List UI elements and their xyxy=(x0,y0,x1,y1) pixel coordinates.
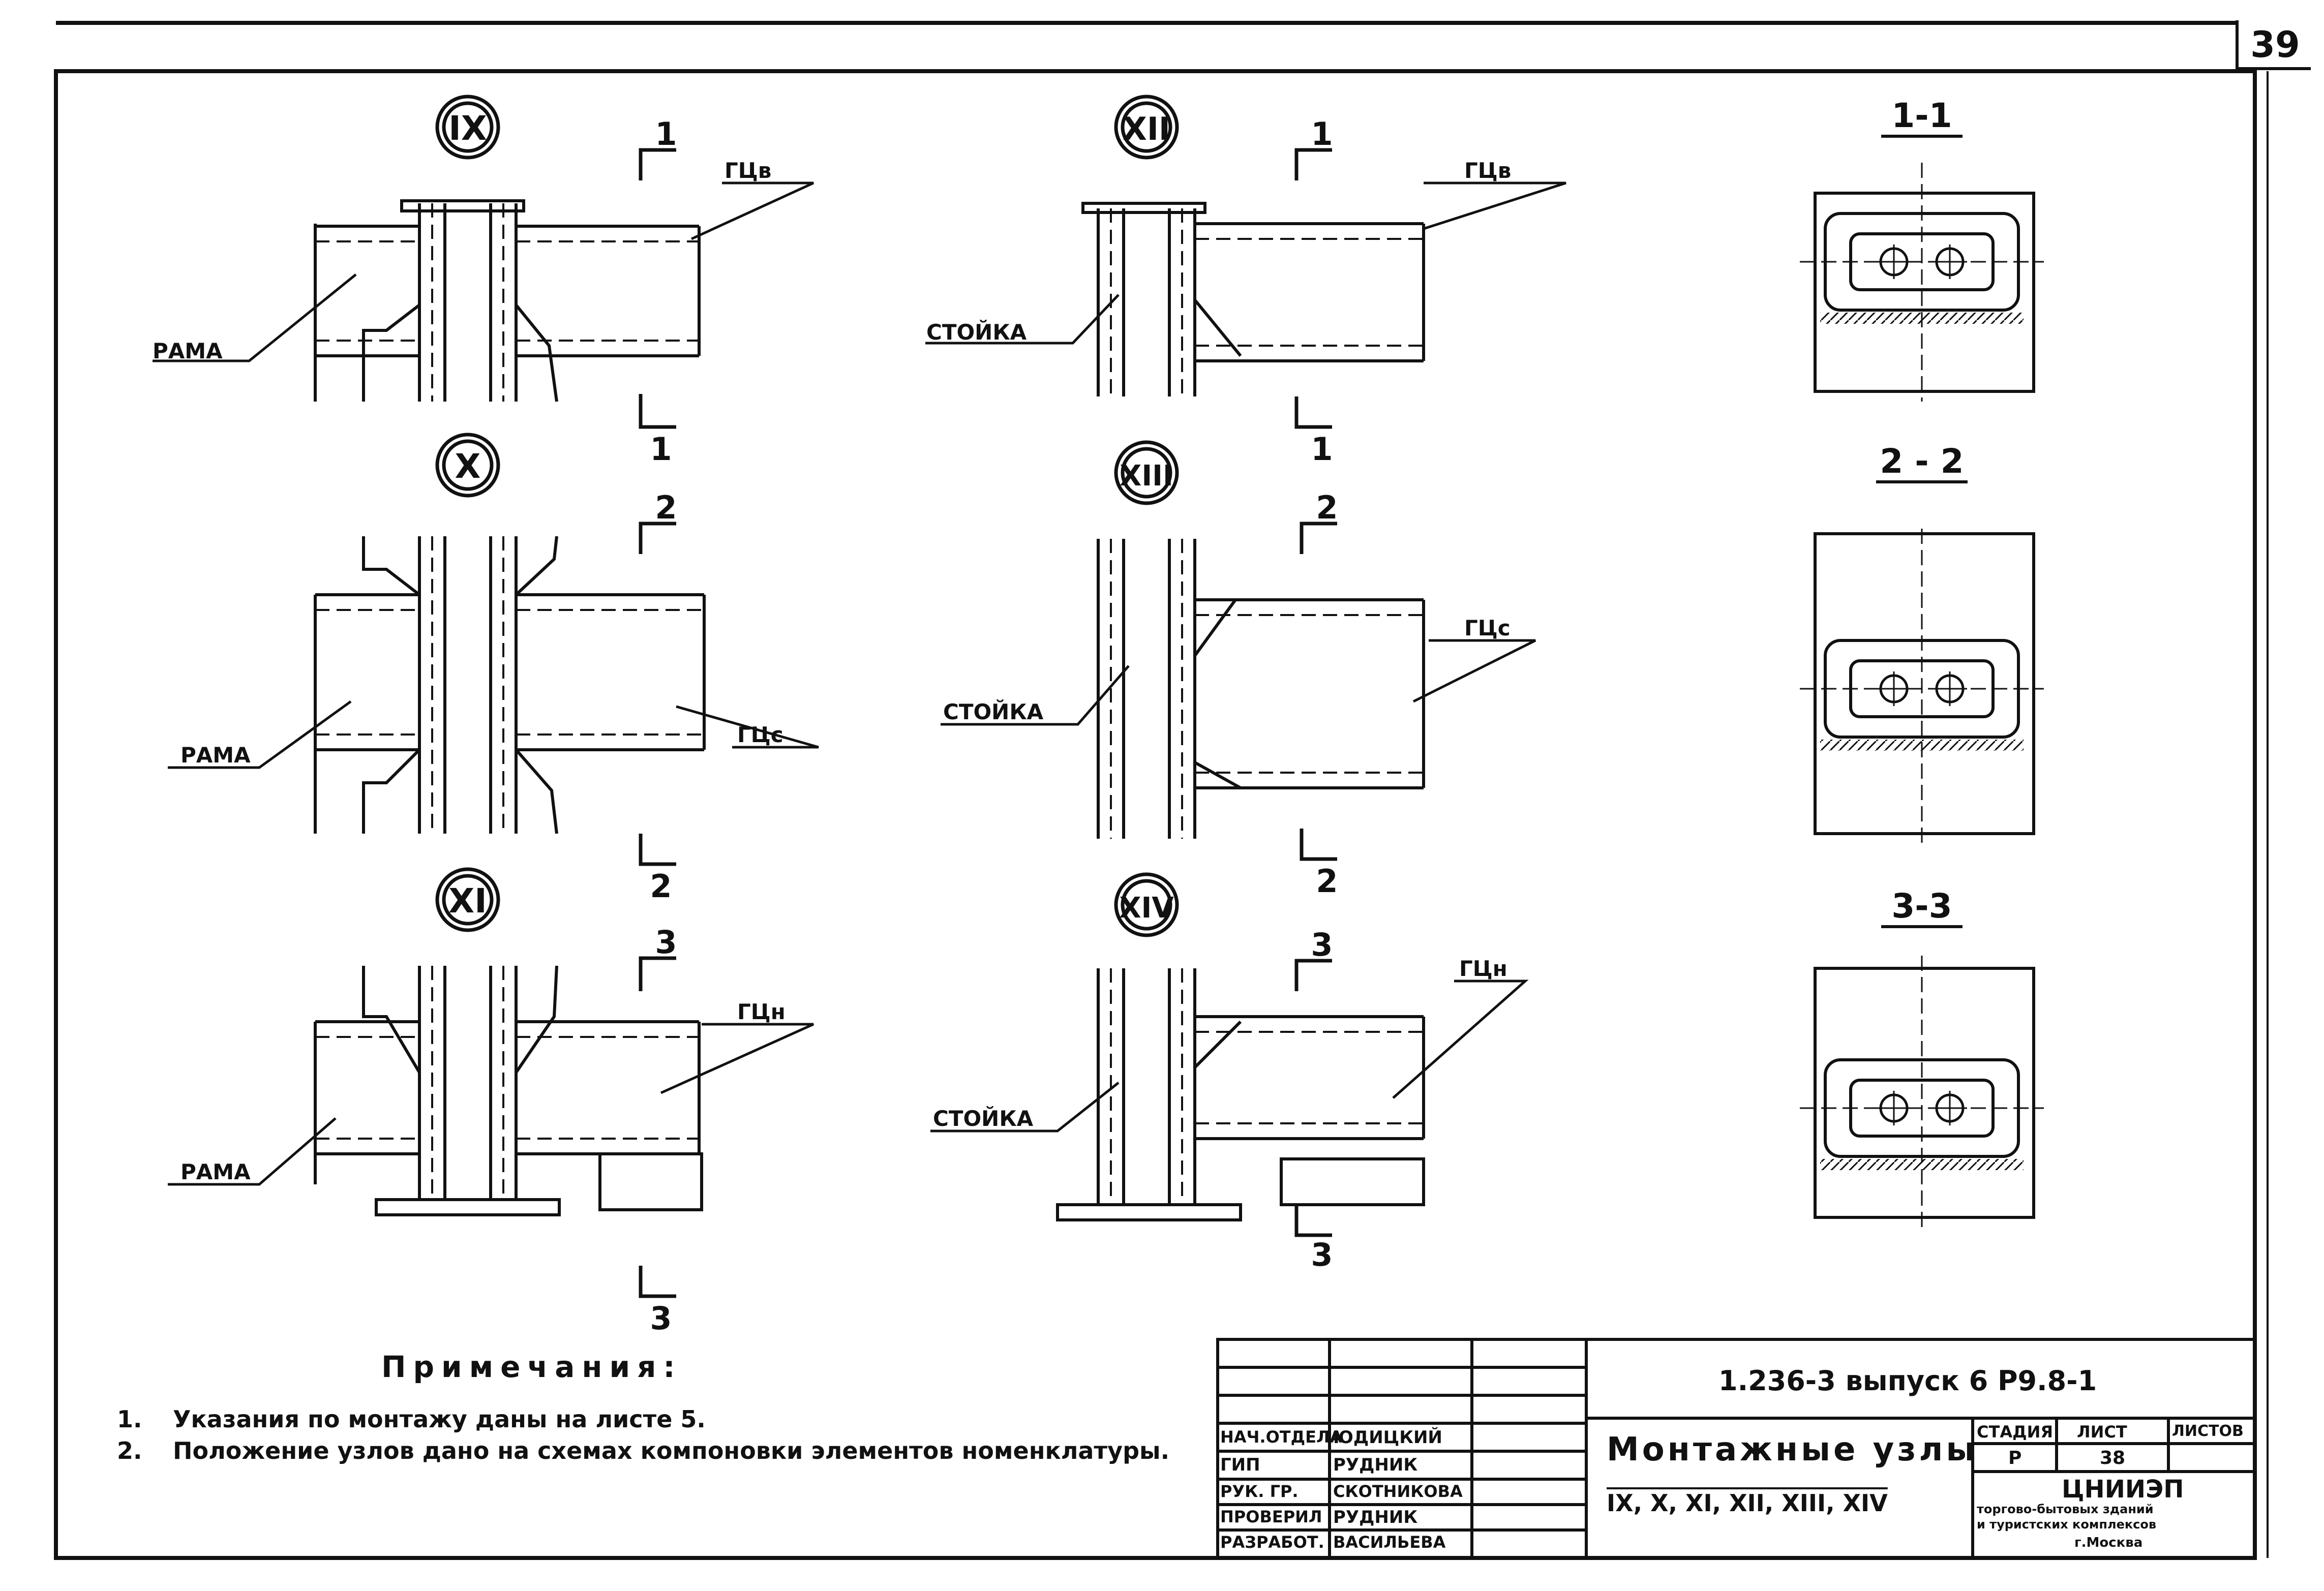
svg-text:2 - 2: 2 - 2 xyxy=(1880,442,1964,481)
label-stoyka: СТОЙКА xyxy=(926,319,1027,345)
note-item: 2. Положение узлов дано на схемах компон… xyxy=(117,1436,1185,1465)
frame-haunch xyxy=(362,966,421,1074)
sheet-frame xyxy=(54,20,2311,1560)
svg-text:1: 1 xyxy=(1311,431,1333,468)
node-label-xiv: XIV xyxy=(1119,892,1174,925)
node-markers xyxy=(435,95,1179,937)
label-gc-n: ГЦн xyxy=(1459,956,1507,981)
sheet-label: ЛИСТ xyxy=(2077,1422,2127,1442)
svg-text:2: 2 xyxy=(1316,489,1338,526)
document-code: 1.236-3 выпуск 6 Р9.8-1 xyxy=(1718,1365,2097,1397)
label-gc-s: ГЦс xyxy=(737,722,783,747)
section-marks: 1 1 1 1 2 2 2 2 3 3 3 3 xyxy=(650,115,1338,1337)
frame-haunch xyxy=(362,748,421,834)
frame-haunch xyxy=(515,536,558,596)
stage-label: СТАДИЯ xyxy=(1977,1422,2053,1442)
sheet-value: 38 xyxy=(2100,1448,2126,1468)
frame-haunch xyxy=(362,303,420,402)
note-number: 1. xyxy=(117,1405,142,1433)
frame-haunch xyxy=(515,749,558,834)
svg-text:3: 3 xyxy=(1311,1236,1333,1273)
weld-hatch xyxy=(1820,1159,2024,1170)
role-name: ВАСИЛЬЕВА xyxy=(1333,1533,1446,1552)
role-label: РАЗРАБОТ. xyxy=(1220,1533,1324,1552)
role-label: РУК. ГР. xyxy=(1220,1482,1299,1501)
label-rama: РАМА xyxy=(180,743,251,768)
section-cuts xyxy=(639,148,1337,1298)
label-rama: РАМА xyxy=(153,339,223,363)
organization-line-1: торгово-бытовых зданий xyxy=(1977,1502,2154,1516)
label-gc-s: ГЦс xyxy=(1464,616,1511,640)
svg-text:3: 3 xyxy=(650,1300,672,1337)
note-text: Указания по монтажу даны на листе 5. xyxy=(173,1405,706,1433)
notes-block: Примечания: 1. Указания по монтажу даны … xyxy=(117,1350,1185,1467)
role-label: ПРОВЕРИЛ xyxy=(1220,1507,1322,1526)
node-label-ix: IX xyxy=(448,109,487,148)
section-titles: 1-1 2 - 2 3-3 xyxy=(1876,96,1968,928)
label-stoyka: СТОЙКА xyxy=(943,699,1044,724)
node-label-xiii: XIII xyxy=(1120,460,1173,493)
stiffener xyxy=(1194,761,1242,789)
svg-text:1-1: 1-1 xyxy=(1891,96,1952,135)
frame-haunch xyxy=(515,304,558,402)
section-outline xyxy=(1814,967,2035,1219)
stiffener xyxy=(1193,299,1242,357)
sheet-number: 39 xyxy=(2250,23,2300,66)
role-label: ГИП xyxy=(1220,1455,1260,1475)
role-name: РУДНИК xyxy=(1333,1455,1418,1475)
stiffener xyxy=(1193,599,1237,657)
label-stoyka: СТОЙКА xyxy=(933,1106,1034,1131)
label-rama: РАМА xyxy=(180,1159,251,1184)
section-outline xyxy=(1814,532,2035,835)
sheets-label: ЛИСТОВ xyxy=(2172,1422,2244,1440)
node-numerals: IX XII X XIII XI XIV xyxy=(448,109,1174,925)
node-label-xii: XII xyxy=(1123,110,1170,147)
support-block xyxy=(1280,1157,1425,1206)
note-item: 1. Указания по монтажу даны на листе 5. xyxy=(117,1404,1185,1434)
frame-haunch xyxy=(362,536,420,596)
svg-text:2: 2 xyxy=(650,868,672,905)
label-gc-v: ГЦв xyxy=(1464,158,1511,183)
organization: ЦНИИЭП xyxy=(2062,1475,2184,1504)
role-label: НАЧ.ОТДЕЛА xyxy=(1220,1427,1343,1447)
cap-plate xyxy=(400,199,525,212)
document-subtitle: IX, X, XI, XII, XIII, XIV xyxy=(1607,1489,1888,1517)
cap-plate xyxy=(1081,202,1206,214)
svg-text:1: 1 xyxy=(1311,115,1333,152)
node-label-xi: XI xyxy=(448,881,487,921)
stage-value: Р xyxy=(2008,1448,2022,1468)
node-label-x: X xyxy=(455,447,481,486)
organization-city: г.Москва xyxy=(2074,1535,2143,1550)
base-plate xyxy=(375,1198,561,1216)
label-gc-n: ГЦн xyxy=(737,999,786,1024)
role-name: СКОТНИКОВА xyxy=(1333,1482,1463,1501)
support-block xyxy=(598,1152,703,1211)
label-gc-v: ГЦв xyxy=(725,158,771,183)
frame-haunch xyxy=(515,965,558,1074)
role-name: ЮДИЦКИЙ xyxy=(1333,1427,1442,1448)
section-outline xyxy=(1814,192,2035,393)
svg-text:3: 3 xyxy=(655,924,677,961)
nodes-layer xyxy=(314,163,2044,1230)
svg-text:2: 2 xyxy=(1316,863,1338,900)
title-block-grid xyxy=(1216,1338,2256,1559)
document-title: Монтажные узлы xyxy=(1607,1431,1979,1468)
svg-text:1: 1 xyxy=(655,115,677,152)
leader-lines xyxy=(153,181,1566,1186)
note-number: 2. xyxy=(117,1437,142,1464)
svg-text:3: 3 xyxy=(1311,926,1333,963)
svg-text:3-3: 3-3 xyxy=(1891,886,1952,926)
base-plate xyxy=(1056,1203,1242,1221)
stiffener xyxy=(1193,1020,1242,1069)
svg-text:2: 2 xyxy=(655,489,677,526)
notes-title: Примечания: xyxy=(381,1350,682,1384)
note-text: Положение узлов дано на схемах компоновк… xyxy=(173,1437,1170,1464)
svg-text:1: 1 xyxy=(650,431,672,468)
role-name: РУДНИК xyxy=(1333,1507,1418,1527)
organization-line-2: и туристских комплексов xyxy=(1977,1517,2157,1532)
leader-labels: РАМА ГЦв СТОЙКА ГЦв РАМА ГЦс СТОЙКА ГЦс … xyxy=(153,158,1511,1184)
